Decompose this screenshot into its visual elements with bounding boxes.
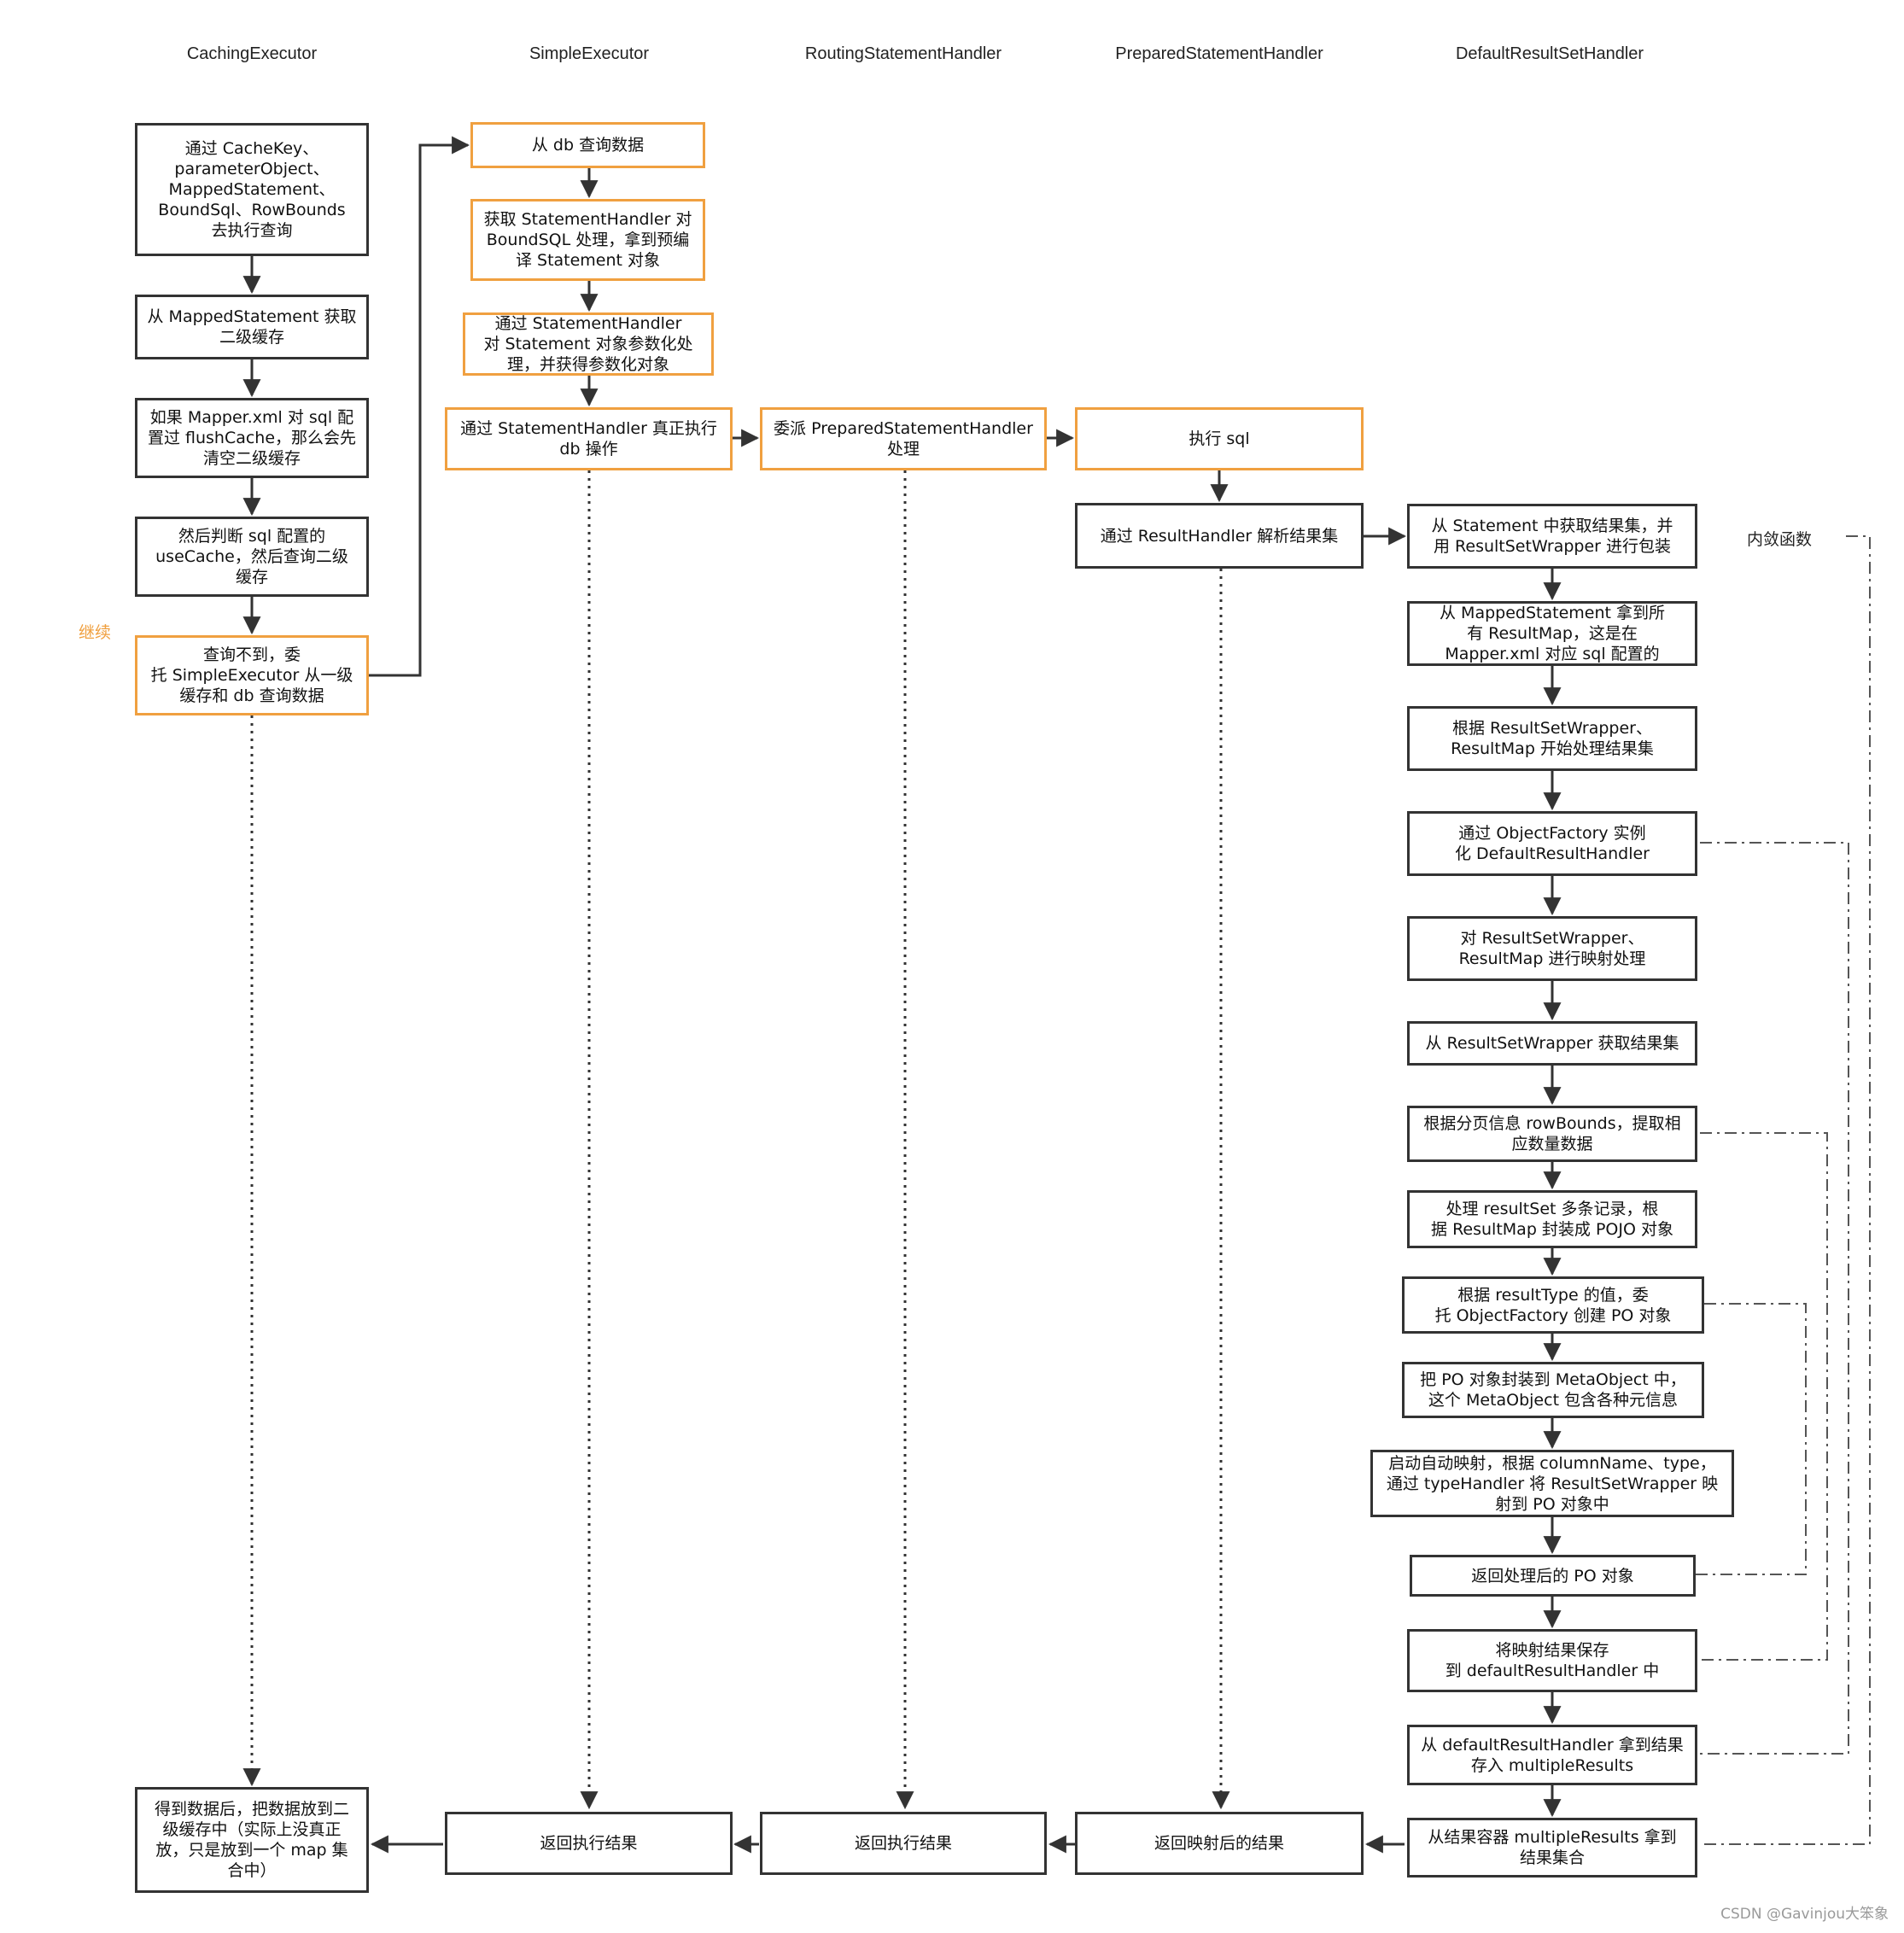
bracket-d1-d15 (1700, 535, 1871, 1845)
node-d4: 通过 ObjectFactory 实例 化 DefaultResultHandl… (1407, 811, 1697, 876)
node-c4: 然后判断 sql 配置的 useCache，然后查询二级 缓存 (135, 517, 369, 597)
edge-c5-s1 (369, 136, 470, 677)
node-c2: 从 MappedStatement 获取 二级缓存 (135, 295, 369, 359)
node-p1: 执行 sql (1075, 407, 1364, 470)
node-s5: 返回执行结果 (445, 1812, 733, 1875)
node-c3: 如果 Mapper.xml 对 sql 配 置过 flushCache，那么会先… (135, 398, 369, 478)
node-d8: 处理 resultSet 多条记录，根 据 ResultMap 封装成 POJO… (1407, 1190, 1697, 1248)
node-d13: 将映射结果保存 到 defaultResultHandler 中 (1407, 1629, 1697, 1692)
node-c1: 通过 CacheKey、 parameterObject、 MappedStat… (135, 123, 369, 256)
node-s3: 通过 StatementHandler 对 Statement 对象参数化处 理… (463, 312, 714, 376)
node-d9: 根据 resultType 的值，委 托 ObjectFactory 创建 PO… (1402, 1276, 1704, 1334)
node-d11: 启动自动映射，根据 columnName、type， 通过 typeHandle… (1370, 1450, 1734, 1517)
node-d1: 从 Statement 中获取结果集，并 用 ResultSetWrapper … (1407, 504, 1697, 569)
lane-title-default-resultset-handler: DefaultResultSetHandler (1455, 44, 1644, 63)
node-d6: 从 ResultSetWrapper 获取结果集 (1407, 1021, 1697, 1066)
label-continue: 继续 (79, 623, 112, 642)
node-d2: 从 MappedStatement 拿到所 有 ResultMap，这是在 Ma… (1407, 601, 1697, 666)
bracket-d9-d12 (1696, 1303, 1807, 1575)
node-d10: 把 PO 对象封装到 MetaObject 中， 这个 MetaObject 包… (1402, 1362, 1704, 1418)
node-d15: 从结果容器 multipleResults 拿到 结果集合 (1407, 1818, 1697, 1878)
lane-title-routing-statement-handler: RoutingStatementHandler (804, 44, 1002, 63)
lane-title-caching-executor: CachingExecutor (186, 44, 318, 63)
bracket-d4-d14 (1700, 842, 1849, 1755)
node-c5: 查询不到，委 托 SimpleExecutor 从一级 缓存和 db 查询数据 (135, 635, 369, 715)
node-s2: 获取 StatementHandler 对 BoundSQL 处理，拿到预编 译… (470, 199, 705, 281)
node-s4: 通过 StatementHandler 真正执行 db 操作 (445, 407, 733, 470)
watermark: CSDN @Gavinjou大笨象 (1720, 1906, 1889, 1923)
node-d3: 根据 ResultSetWrapper、 ResultMap 开始处理结果集 (1407, 706, 1697, 771)
node-r1: 委派 PreparedStatementHandler 处理 (760, 407, 1047, 470)
node-r2: 返回执行结果 (760, 1812, 1047, 1875)
bracket-d7-d13 (1700, 1132, 1828, 1661)
node-p2: 通过 ResultHandler 解析结果集 (1075, 503, 1364, 569)
node-d14: 从 defaultResultHandler 拿到结果 存入 multipleR… (1407, 1725, 1697, 1785)
node-s1: 从 db 查询数据 (470, 122, 705, 168)
node-d5: 对 ResultSetWrapper、 ResultMap 进行映射处理 (1407, 916, 1697, 981)
label-inline-function: 内敛函数 (1747, 530, 1813, 549)
node-d7: 根据分页信息 rowBounds，提取相 应数量数据 (1407, 1106, 1697, 1162)
node-p3: 返回映射后的结果 (1075, 1812, 1364, 1875)
lane-title-simple-executor: SimpleExecutor (529, 44, 650, 63)
node-d12: 返回处理后的 PO 对象 (1410, 1555, 1696, 1597)
node-c6: 得到数据后，把数据放到二 级缓存中（实际上没真正 放，只是放到一个 map 集 … (135, 1787, 369, 1893)
lane-title-prepared-statement-handler: PreparedStatementHandler (1115, 44, 1323, 63)
